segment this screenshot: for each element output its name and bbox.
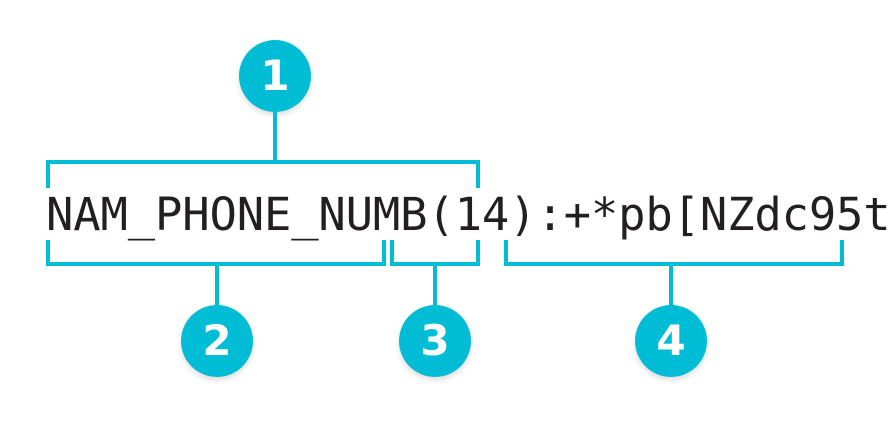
annotation-stem-2	[215, 262, 219, 308]
bracket-2-right-tick	[382, 240, 386, 266]
bracket-4-left-tick	[504, 240, 508, 266]
bracket-3-right-tick	[476, 240, 480, 266]
annotation-badge-2[interactable]: 2	[181, 305, 253, 377]
bracket-1-right-tick	[476, 160, 480, 188]
annotation-stem-1	[273, 110, 277, 162]
bracket-4-span	[504, 262, 844, 266]
bracket-1-span	[46, 160, 480, 164]
bracket-1-left-tick	[46, 160, 50, 188]
annotation-badge-1[interactable]: 1	[239, 40, 311, 112]
bracket-2-left-tick	[46, 240, 50, 266]
annotation-stem-4	[669, 262, 673, 308]
annotation-badge-3[interactable]: 3	[399, 305, 471, 377]
code-string: NAM_PHONE_NUMB(14):+*pb[NZdc95tLB	[46, 188, 890, 241]
annotation-stem-3	[433, 262, 437, 308]
annotation-badge-4[interactable]: 4	[635, 305, 707, 377]
bracket-3-left-tick	[390, 240, 394, 266]
bracket-4-right-tick	[840, 240, 844, 266]
